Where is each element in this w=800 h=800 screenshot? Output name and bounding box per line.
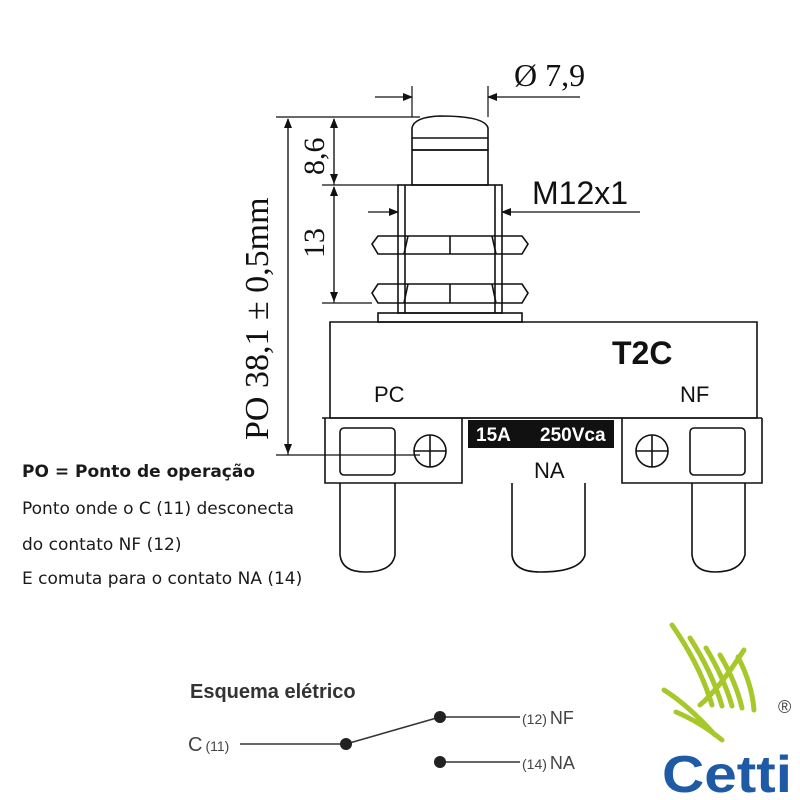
upper-nut [371,235,529,255]
thread-label: M12x1 [532,175,628,211]
po-definition-title: PO = Ponto de operação [22,462,256,482]
common-label: C(11) [188,734,229,756]
po-definition-line2: do contato NF (12) [22,535,182,555]
brand-name: Cetti [662,746,792,800]
terminal-right [691,483,746,573]
po-definition-line3: E comuta para o contato NA (14) [22,569,303,589]
dimension-diameter [375,86,580,117]
lower-nut [371,283,529,304]
contact-nf-dot [434,711,446,723]
terminal-left [339,483,396,573]
cap-height-label: 8,6 [298,138,331,176]
na-contact-label: (14)NA [522,753,575,773]
registered-mark: ® [778,697,791,717]
contact-na-dot [434,756,446,768]
terminal-center [511,483,586,573]
terminal-na-label: NA [534,458,565,483]
cetti-logo-mark [661,622,757,743]
total-length-label: PO 38,1 ± 0,5mm [239,197,276,440]
schematic-title: Esquema elétrico [190,681,356,703]
rating-box [468,420,614,448]
diameter-label: Ø 7,9 [514,57,585,93]
switch-body-drawing [322,115,763,573]
rating-voltage: 250Vca [540,425,606,446]
dimension-vertical-small [322,116,420,304]
terminal-pc-label: PC [374,382,405,407]
terminal-nf-label: NF [680,382,709,407]
nf-contact-label: (12)NF [522,708,574,728]
rating-current: 15A [476,425,511,446]
po-definition-line1: Ponto onde o C (11) desconecta [22,499,295,519]
schematic-diagram [240,716,520,763]
plunger-cap [411,115,489,150]
model-label: T2C [612,335,672,371]
contact-common-dot [340,738,352,750]
plunger-stem [411,149,489,186]
dimension-total [276,116,420,456]
thread-height-label: 13 [298,228,331,258]
